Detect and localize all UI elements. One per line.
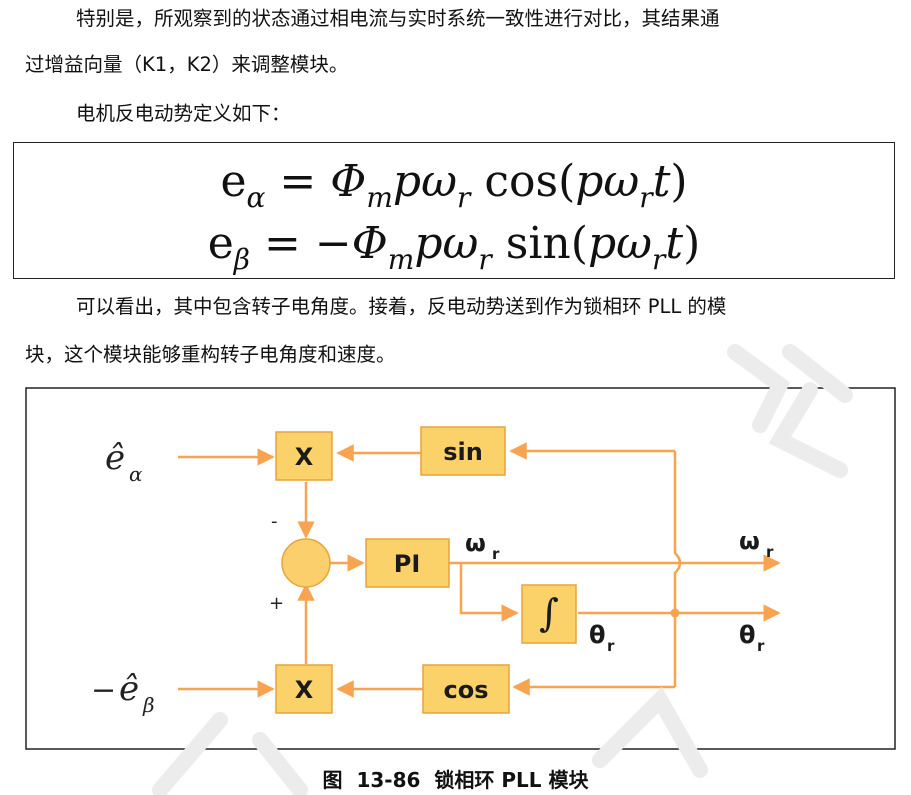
svg-text:sin: sin (443, 438, 483, 466)
caption-title: 锁相环 PLL 模块 (434, 768, 589, 792)
paragraph-1-line-1: 特别是，所观察到的状态通过相电流与实时系统一致性进行对比，其结果通 (76, 7, 720, 30)
junction-dot (670, 608, 680, 618)
summing-junction (281, 538, 331, 588)
sin-block: sin (420, 426, 506, 476)
theta-label-out: θ (739, 621, 756, 649)
svg-text:∫: ∫ (539, 591, 559, 635)
input-e-alpha-hat: ê (105, 438, 125, 478)
svg-text:X: X (295, 443, 314, 471)
cos-block: cos (422, 664, 510, 714)
omega-label-inner: ω (465, 529, 486, 557)
figure-caption: 图 13-86 锁相环 PLL 模块 (0, 767, 911, 793)
caption-number: 13-86 (356, 768, 421, 792)
svg-text:cos: cos (444, 676, 489, 704)
minus-sign: - (271, 511, 278, 532)
paragraph-2: 电机反电动势定义如下： (76, 102, 291, 125)
svg-text:PI: PI (394, 550, 421, 578)
pll-block-diagram: X X sin cos PI ∫ - + ê α − ê β ω r ω r θ… (25, 387, 896, 750)
integrator-block: ∫ (521, 584, 577, 644)
paragraph-3-line-1: 可以看出，其中包含转子电角度。接着，反电动势送到作为锁相环 PLL 的模 (76, 295, 727, 318)
equation-e-beta: eβ = −Φmpωr sin(pωrt) (207, 218, 701, 277)
svg-text:X: X (295, 676, 314, 704)
theta-label-inner-sub: r (607, 637, 615, 655)
input-minus-sign: − (91, 673, 116, 708)
plus-sign: + (269, 593, 284, 614)
input-e-alpha-sub: α (129, 462, 143, 486)
theta-label-out-sub: r (757, 637, 765, 655)
paragraph-1-line-2: 过增益向量（K1，K2）来调整模块。 (25, 53, 349, 76)
input-e-beta-hat: ê (119, 669, 139, 709)
omega-label-inner-sub: r (492, 545, 500, 563)
theta-label-inner: θ (589, 621, 606, 649)
input-e-beta-sub: β (142, 693, 155, 717)
omega-label-out: ω (739, 527, 760, 555)
multiplier-bottom-block: X (275, 664, 333, 714)
equation-e-alpha: eα = Φmpωr cos(pωrt) (220, 156, 688, 215)
omega-label-out-sub: r (766, 543, 774, 561)
paragraph-3-line-2: 块，这个模块能够重构转子电角度和速度。 (25, 343, 396, 366)
equation-box: eα = Φmpωr cos(pωrt) eβ = −Φmpωr sin(pωr… (13, 142, 895, 279)
pi-block: PI (365, 538, 450, 588)
caption-prefix: 图 (322, 768, 343, 792)
multiplier-top-block: X (275, 431, 333, 481)
